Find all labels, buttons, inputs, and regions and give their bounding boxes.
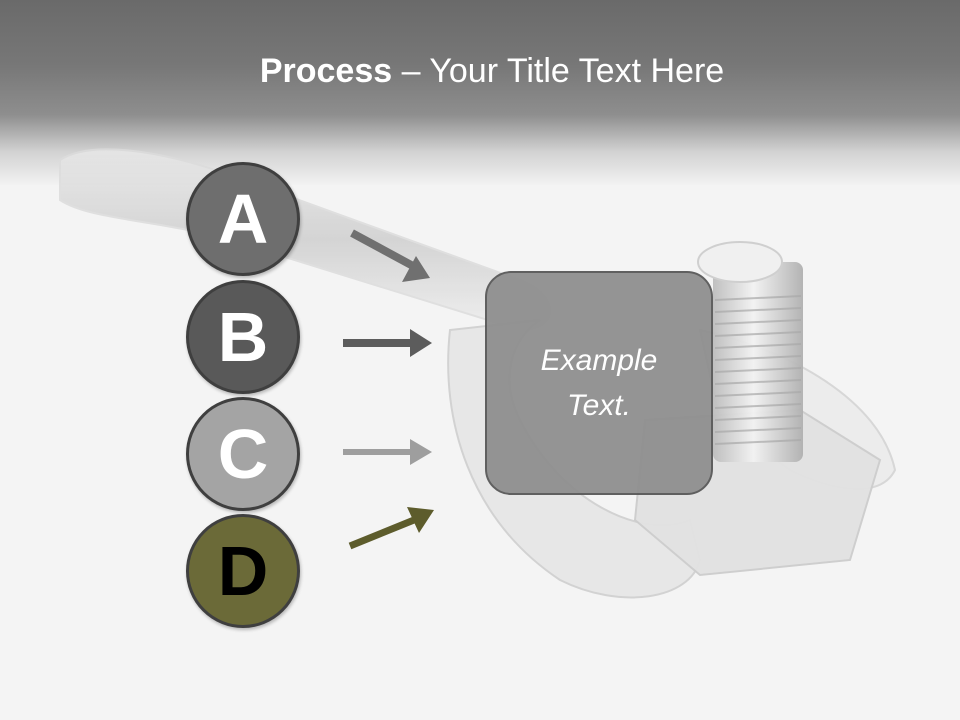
step-circle-c: C <box>186 397 300 511</box>
step-circle-b: B <box>186 280 300 394</box>
step-circle-a: A <box>186 162 300 276</box>
step-letter: B <box>217 298 269 376</box>
header-band <box>0 0 960 185</box>
example-text: Example Text. <box>540 344 658 422</box>
arrow-right-icon <box>348 507 434 550</box>
arrow-right-icon <box>343 439 432 465</box>
slide-title: Process – Your Title Text Here <box>0 52 960 91</box>
arrow-right-icon <box>343 329 432 357</box>
title-bold: Process <box>259 52 393 90</box>
step-letter: C <box>217 415 269 493</box>
example-text-box: Example Text. <box>485 271 713 495</box>
arrow-right-icon <box>350 229 430 282</box>
step-circle-d: D <box>186 514 300 628</box>
step-letter: A <box>217 180 269 258</box>
step-letter: D <box>217 532 269 610</box>
title-rest: – Your Title Text Here <box>392 52 725 90</box>
